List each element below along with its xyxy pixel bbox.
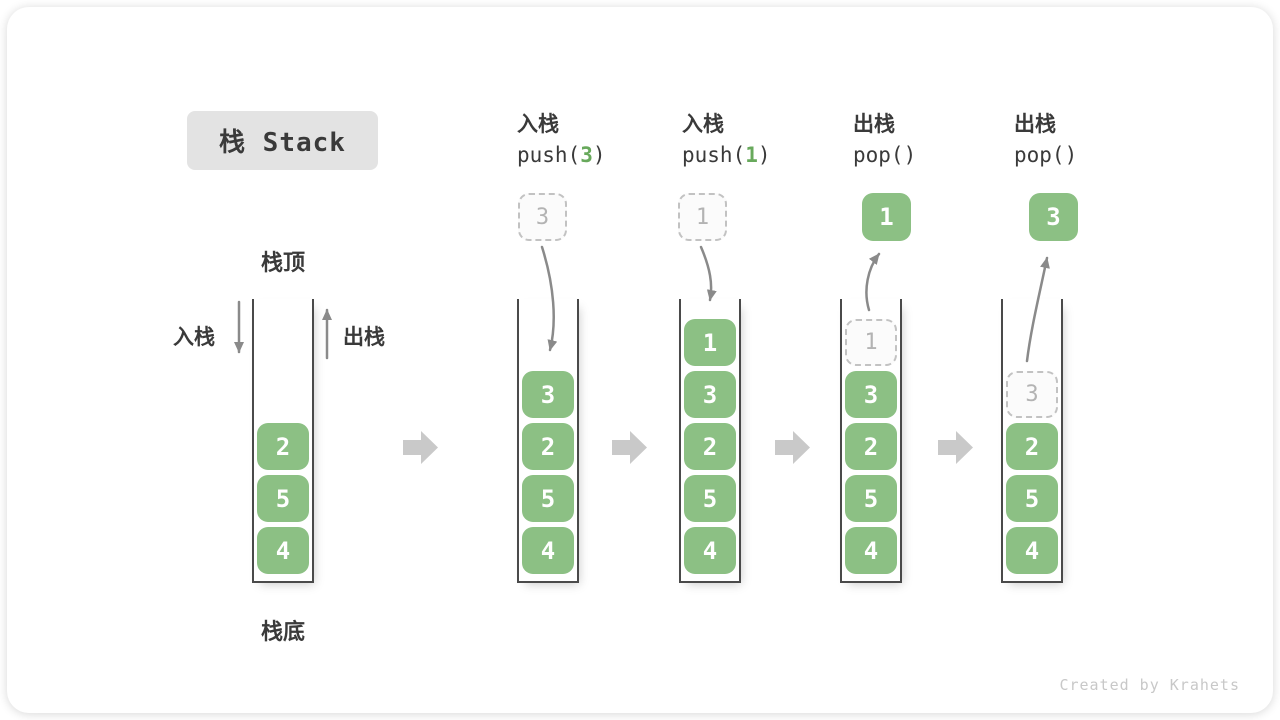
op-label-cjk: 出栈 <box>853 113 895 136</box>
stack-cell: 4 <box>1006 527 1058 574</box>
stack-bottom-label: 栈底 <box>260 619 305 644</box>
stack-cell: 4 <box>845 527 897 574</box>
stack-top-label: 栈顶 <box>260 250 305 275</box>
op-label-code: push(1) <box>682 143 771 167</box>
pop-side-label: 出栈 <box>343 326 385 349</box>
floating-cell: 3 <box>518 193 567 241</box>
op-label-cjk: 出栈 <box>1014 113 1056 136</box>
stack-cell: 2 <box>522 423 574 470</box>
stack-cell-ghost: 3 <box>1006 371 1058 418</box>
stack-cell: 5 <box>684 475 736 522</box>
stack-cell: 2 <box>684 423 736 470</box>
floating-cell: 3 <box>1029 193 1078 241</box>
floating-cell: 1 <box>862 193 911 241</box>
watermark: Created by Krahets <box>1059 676 1240 694</box>
stack-cell: 5 <box>1006 475 1058 522</box>
floating-cell: 1 <box>678 193 727 241</box>
stack-cell: 5 <box>845 475 897 522</box>
stack-cell-ghost: 1 <box>845 319 897 366</box>
stack-cell: 2 <box>257 423 309 470</box>
stack-cell: 4 <box>522 527 574 574</box>
stack-cell: 5 <box>257 475 309 522</box>
stack-cell: 2 <box>845 423 897 470</box>
op-label-cjk: 入栈 <box>517 113 559 136</box>
op-label-code: pop() <box>853 143 917 167</box>
diagram-title: 栈 Stack <box>219 128 346 158</box>
stack-cell: 3 <box>684 371 736 418</box>
stack-cell: 2 <box>1006 423 1058 470</box>
op-label-code: pop() <box>1014 143 1078 167</box>
stack-cell: 4 <box>257 527 309 574</box>
stack-cell: 5 <box>522 475 574 522</box>
stack-cell: 3 <box>845 371 897 418</box>
push-side-label: 入栈 <box>173 326 215 349</box>
stack-cell: 1 <box>684 319 736 366</box>
stack-cell: 3 <box>522 371 574 418</box>
stack-cell: 4 <box>684 527 736 574</box>
op-label-cjk: 入栈 <box>682 113 724 136</box>
op-label-code: push(3) <box>517 143 606 167</box>
title-box: 栈 Stack <box>187 111 378 170</box>
